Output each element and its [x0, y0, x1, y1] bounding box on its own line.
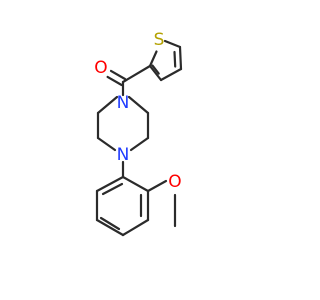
nitrogen-top-label: N — [117, 93, 130, 113]
bond-phenyl-oxygen — [146, 179, 168, 193]
bond-phenyl-c1-c2 — [121, 175, 150, 193]
bond-carbonyl-double-b — [109, 69, 127, 81]
bond-thiophene-c5-c4-inner — [173, 50, 177, 68]
bond-thiophene-c3-c2-inner — [151, 64, 160, 75]
oxygen-carbonyl-label: O — [94, 58, 107, 78]
bond-phenyl-inner-c — [101, 182, 124, 196]
bond-phenyl-c6-c1 — [95, 175, 125, 193]
bond-carbonyl-thiophene — [121, 64, 152, 84]
bond-phenyl-c4-c5 — [95, 218, 125, 237]
bond-pip-c6-n1 — [96, 95, 119, 115]
bond-pip-n1-c2 — [127, 95, 150, 115]
atom-label-layer: O S N N O — [94, 30, 181, 192]
bond-layer — [95, 39, 183, 237]
bond-pip-c3-n4 — [129, 136, 150, 152]
sulfur-thiophene-label: S — [154, 30, 165, 50]
molecule-structure-diagram: O S N N O — [94, 30, 183, 237]
oxygen-methoxy-label: O — [168, 172, 181, 192]
bond-pip-n4-c5 — [96, 136, 117, 152]
bond-phenyl-c3-c4 — [121, 218, 150, 237]
bond-thiophene-c2-s — [148, 50, 158, 68]
bond-thiophene-s-c5 — [163, 39, 182, 49]
bond-thiophene-c3-c2 — [148, 64, 163, 82]
bond-thiophene-c4-c3 — [159, 67, 183, 82]
bond-phenyl-inner-b — [99, 216, 121, 231]
bond-thiophene-c5-c4 — [178, 45, 183, 71]
nitrogen-bottom-label: N — [117, 145, 130, 165]
bond-carbonyl-double-a — [106, 75, 123, 87]
